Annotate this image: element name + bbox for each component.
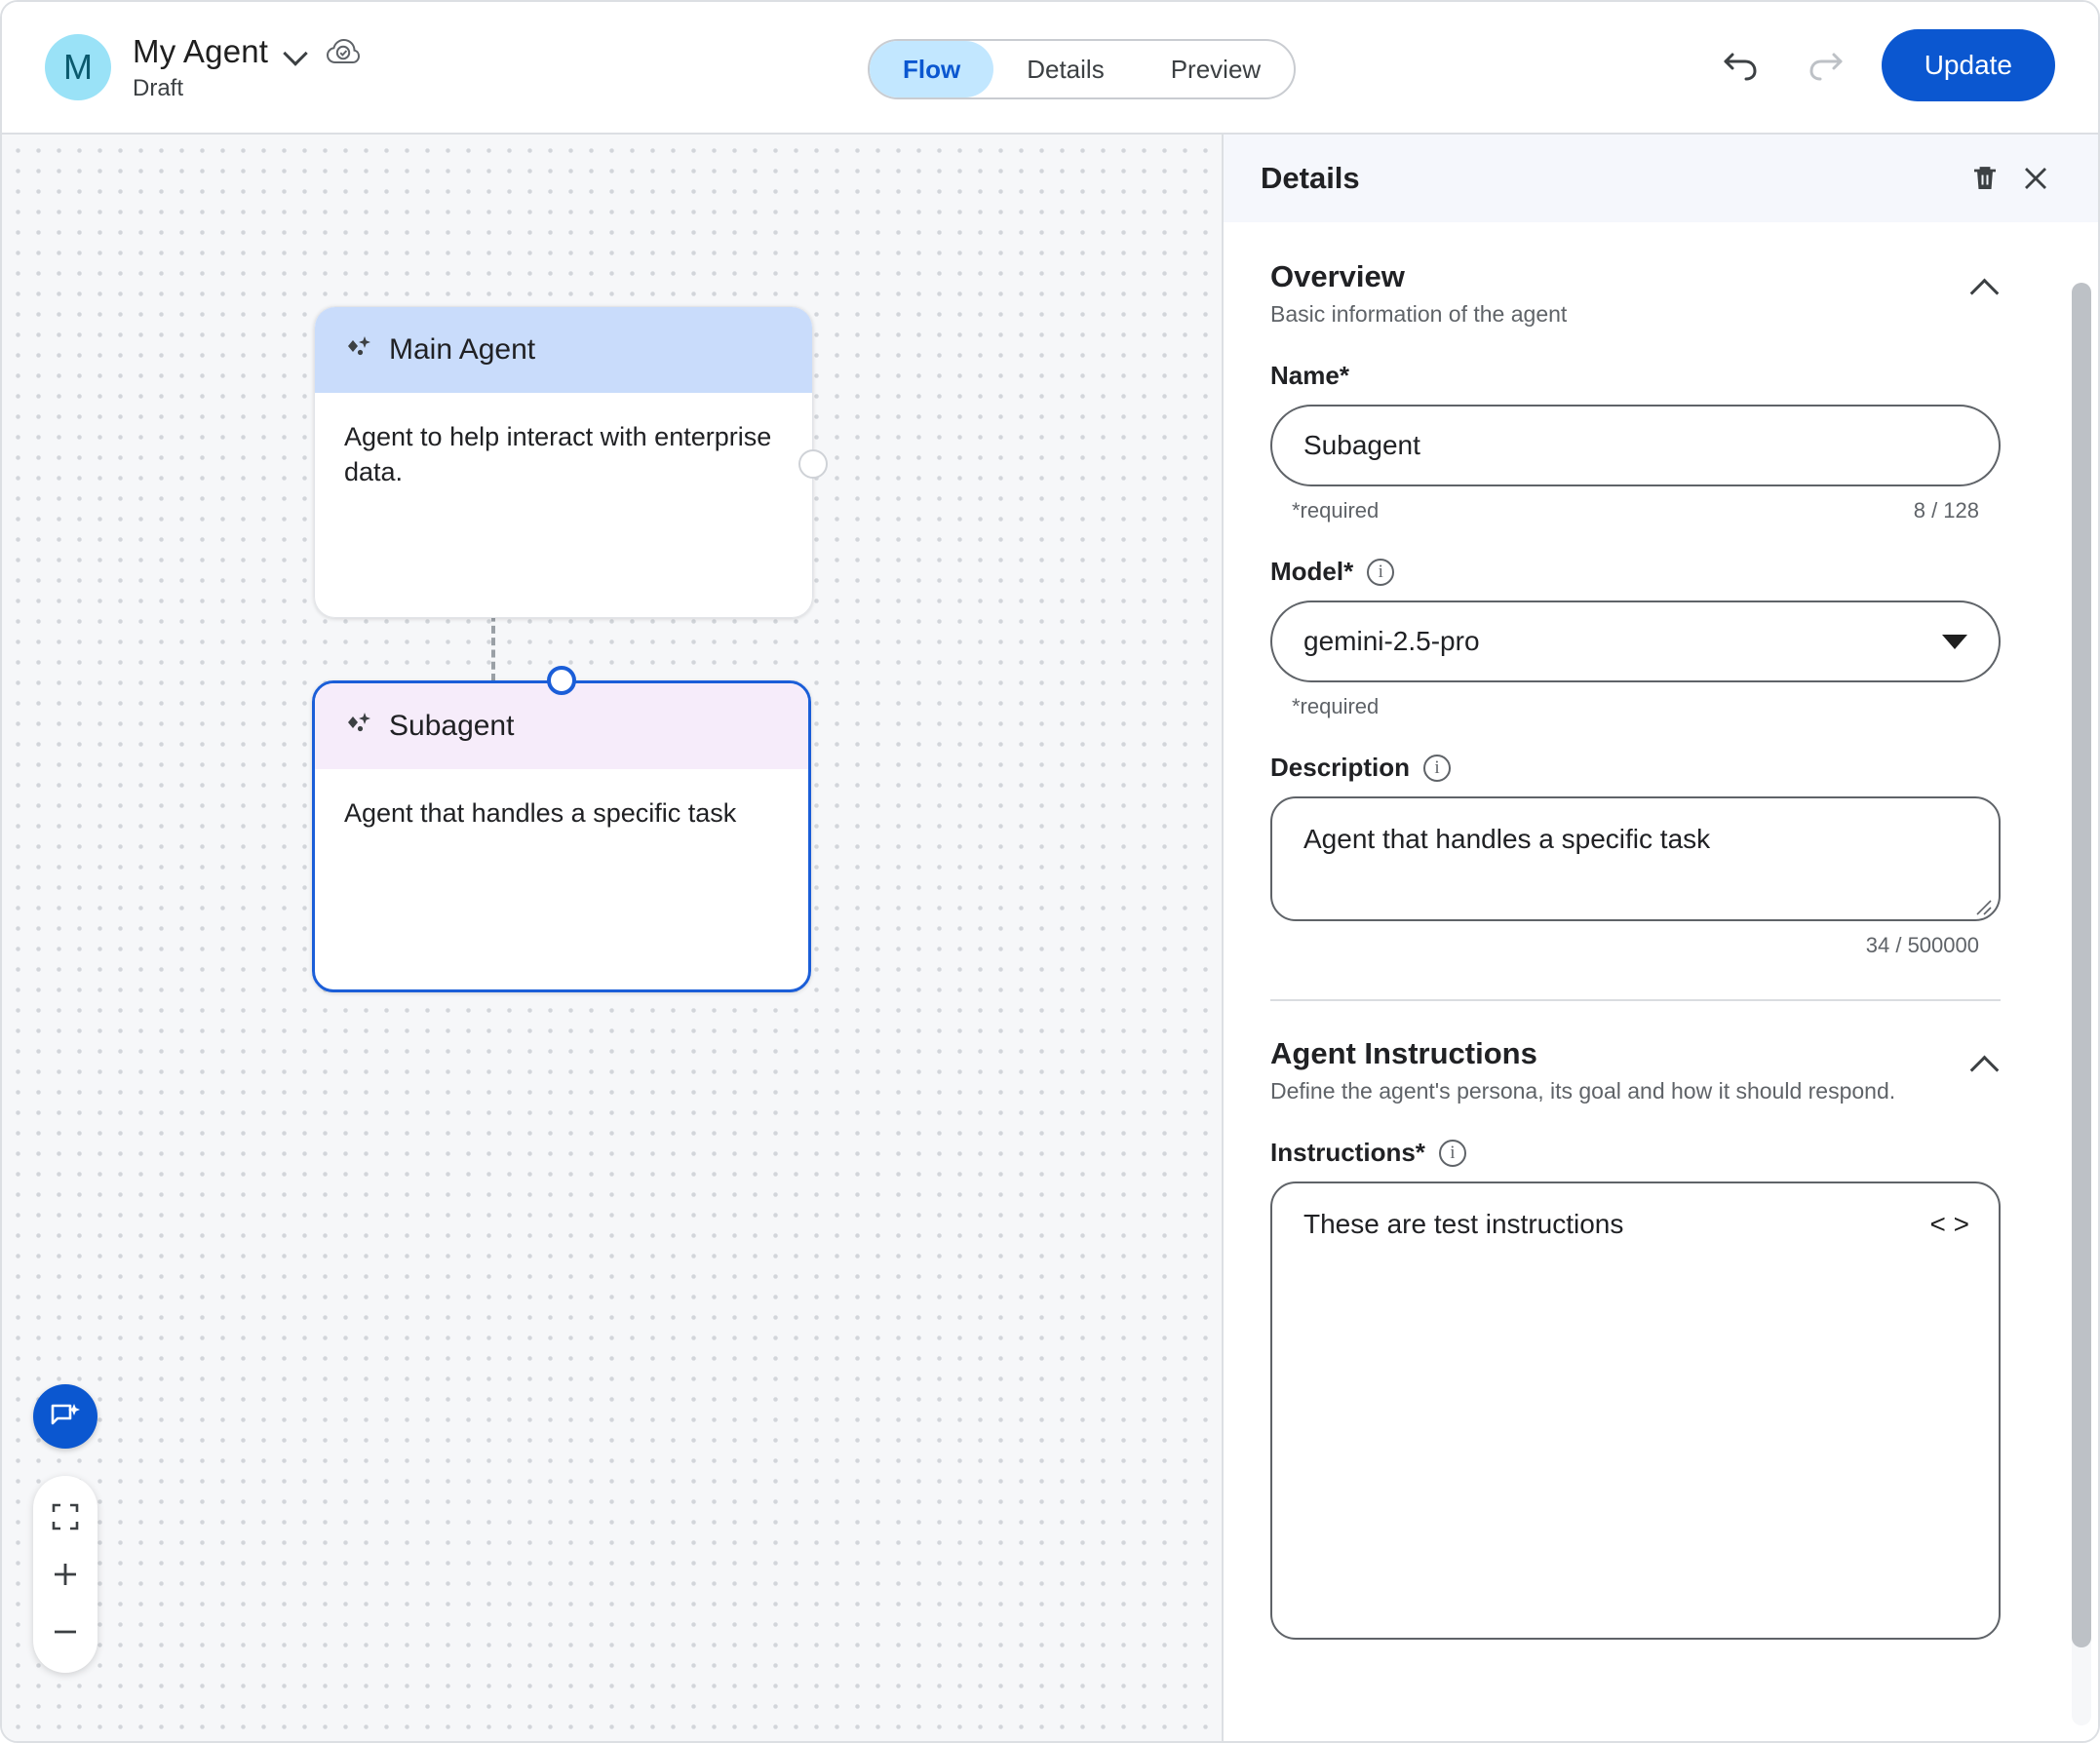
panel-scrollbar-thumb[interactable] [2072, 283, 2091, 1647]
field-model: Model* i gemini-2.5-pro *required [1270, 557, 2001, 719]
details-panel-header: Details [1224, 135, 2098, 222]
fit-screen-icon[interactable] [39, 1491, 92, 1543]
field-description-label-row: Description i [1270, 753, 2001, 783]
chat-sparkle-icon[interactable] [33, 1384, 97, 1449]
info-icon[interactable]: i [1438, 1139, 1466, 1167]
field-instructions-label: Instructions* [1270, 1138, 1425, 1167]
field-name: Name* Subagent *required 8 / 128 [1270, 361, 2001, 523]
chevron-up-icon[interactable] [1967, 271, 2001, 304]
node-input-port[interactable] [547, 666, 576, 695]
field-model-label: Model* [1270, 557, 1354, 586]
field-name-label-row: Name* [1270, 361, 2001, 391]
caret-down-icon [1942, 634, 1967, 649]
close-icon[interactable] [2010, 153, 2061, 204]
node-output-port[interactable] [798, 449, 828, 479]
view-mode-tabs: Flow Details Preview [868, 39, 1297, 99]
agent-brand[interactable]: M My Agent Draft [45, 32, 361, 102]
tab-preview[interactable]: Preview [1170, 54, 1262, 84]
top-bar: M My Agent Draft Flow D [2, 2, 2098, 135]
description-counter: 34 / 500000 [1865, 933, 1979, 957]
tab-flow[interactable]: Flow [870, 41, 994, 97]
node-subagent-inner: Subagent Agent that handles a specific t… [312, 680, 811, 992]
description-textarea[interactable]: Agent that handles a specific task [1270, 796, 2001, 921]
plus-icon[interactable] [39, 1548, 92, 1601]
field-name-hints: *required 8 / 128 [1270, 498, 2001, 523]
field-instructions-label-row: Instructions* i [1270, 1138, 2001, 1168]
section-instructions-header: Agent Instructions Define the agent's pe… [1270, 1036, 2001, 1104]
update-button[interactable]: Update [1881, 29, 2055, 101]
tab-details[interactable]: Details [1027, 54, 1105, 84]
trash-icon[interactable] [1960, 153, 2010, 204]
code-brackets-icon[interactable]: < > [1929, 1209, 1969, 1239]
field-model-label-row: Model* i [1270, 557, 2001, 587]
redo-icon[interactable] [1798, 38, 1852, 93]
field-model-hints: *required [1270, 694, 2001, 719]
zoom-controls [33, 1476, 97, 1673]
section-overview-header: Overview Basic information of the agent [1270, 259, 2001, 328]
info-icon[interactable]: i [1423, 754, 1452, 782]
node-subagent-header: Subagent [315, 683, 808, 769]
page-title: My Agent [133, 32, 269, 69]
node-subagent-title: Subagent [389, 710, 515, 742]
field-description: Description i Agent that handles a speci… [1270, 753, 2001, 958]
node-main-agent-inner: Main Agent Agent to help interact with e… [314, 306, 813, 618]
sparkle-icon [344, 333, 373, 368]
info-icon[interactable]: i [1367, 558, 1395, 586]
model-required-hint: *required [1292, 694, 1380, 718]
node-main-agent-header: Main Agent [315, 307, 812, 393]
chevron-down-icon[interactable] [284, 40, 307, 63]
status-badge: Draft [133, 74, 184, 101]
model-select[interactable]: gemini-2.5-pro [1270, 600, 2001, 682]
field-description-label: Description [1270, 753, 1411, 782]
chevron-up-icon[interactable] [1967, 1048, 2001, 1081]
section-overview-subtitle: Basic information of the agent [1270, 301, 1568, 327]
brand-text: My Agent Draft [133, 32, 361, 102]
field-description-hints: 34 / 500000 [1270, 933, 2001, 958]
instructions-textarea-value: These are test instructions [1303, 1209, 1624, 1239]
minus-icon[interactable] [39, 1606, 92, 1658]
node-subagent-description: Agent that handles a specific task [344, 798, 737, 828]
node-main-agent[interactable]: Main Agent Agent to help interact with e… [314, 306, 828, 618]
details-panel-body: Overview Basic information of the agent … [1224, 222, 2047, 1741]
resize-handle-icon[interactable] [1971, 892, 1993, 915]
sparkle-icon [344, 710, 373, 744]
section-instructions-subtitle: Define the agent's persona, its goal and… [1270, 1078, 1896, 1104]
details-panel-title: Details [1261, 161, 1360, 195]
instructions-textarea[interactable]: These are test instructions < > [1270, 1181, 2001, 1640]
panel-scrollbar[interactable] [2072, 283, 2091, 1725]
name-required-hint: *required [1292, 498, 1380, 523]
name-input[interactable]: Subagent [1270, 405, 2001, 486]
brand-title-row: My Agent [133, 32, 361, 70]
node-subagent[interactable]: Subagent Agent that handles a specific t… [312, 666, 811, 992]
section-divider [1270, 999, 2001, 1001]
undo-icon[interactable] [1714, 38, 1769, 93]
name-counter: 8 / 128 [1913, 498, 1979, 523]
details-panel: Details Overview Basic inf [1222, 135, 2098, 1741]
section-overview-title: Overview [1270, 259, 1405, 293]
section-instructions-title: Agent Instructions [1270, 1036, 1537, 1070]
field-instructions: Instructions* i These are test instructi… [1270, 1138, 2001, 1640]
node-main-agent-description: Agent to help interact with enterprise d… [344, 422, 772, 486]
description-textarea-value: Agent that handles a specific task [1303, 824, 1711, 854]
section-overview-text: Overview Basic information of the agent [1270, 259, 1967, 328]
top-bar-actions: Update [1714, 29, 2055, 101]
avatar: M [45, 34, 111, 100]
cloud-check-icon [327, 38, 361, 65]
field-name-label: Name* [1270, 361, 1349, 390]
model-select-value: gemini-2.5-pro [1303, 626, 1480, 656]
node-main-agent-title: Main Agent [389, 333, 536, 366]
section-instructions-text: Agent Instructions Define the agent's pe… [1270, 1036, 1967, 1104]
flow-canvas[interactable]: Main Agent Agent to help interact with e… [2, 135, 1222, 1741]
